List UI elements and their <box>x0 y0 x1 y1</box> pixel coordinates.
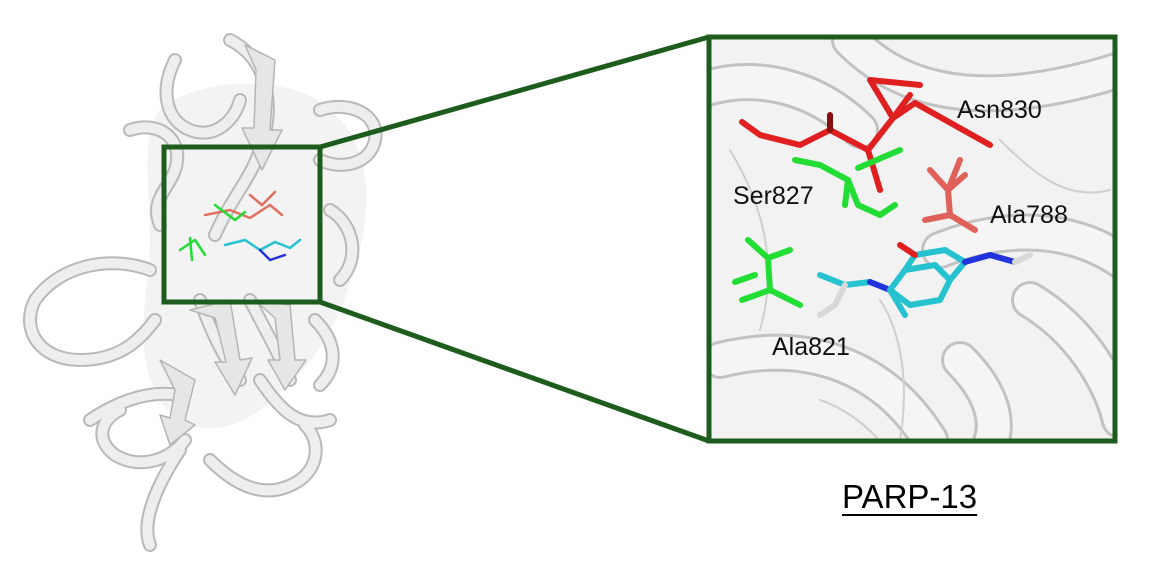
binding-site-overview-sticks <box>178 190 302 262</box>
ala788-residue <box>922 157 978 233</box>
asn830-residue <box>739 77 993 193</box>
ala821-residue <box>732 237 803 308</box>
label-asn830: Asn830 <box>957 96 1042 124</box>
label-ala788: Ala788 <box>990 201 1068 229</box>
overview-zoom-box <box>161 144 323 305</box>
label-ala821: Ala821 <box>772 333 850 361</box>
protein-name-caption: PARP-13 <box>842 478 978 515</box>
ligand-molecule <box>817 242 1033 318</box>
ser827-residue <box>792 147 903 218</box>
protein-ribbon-overview <box>23 33 383 552</box>
zoom-connector-lines <box>319 34 710 444</box>
label-ser827: Ser827 <box>733 182 814 210</box>
zoom-frame <box>706 34 1118 444</box>
zoomed-binding-site <box>709 37 1115 441</box>
